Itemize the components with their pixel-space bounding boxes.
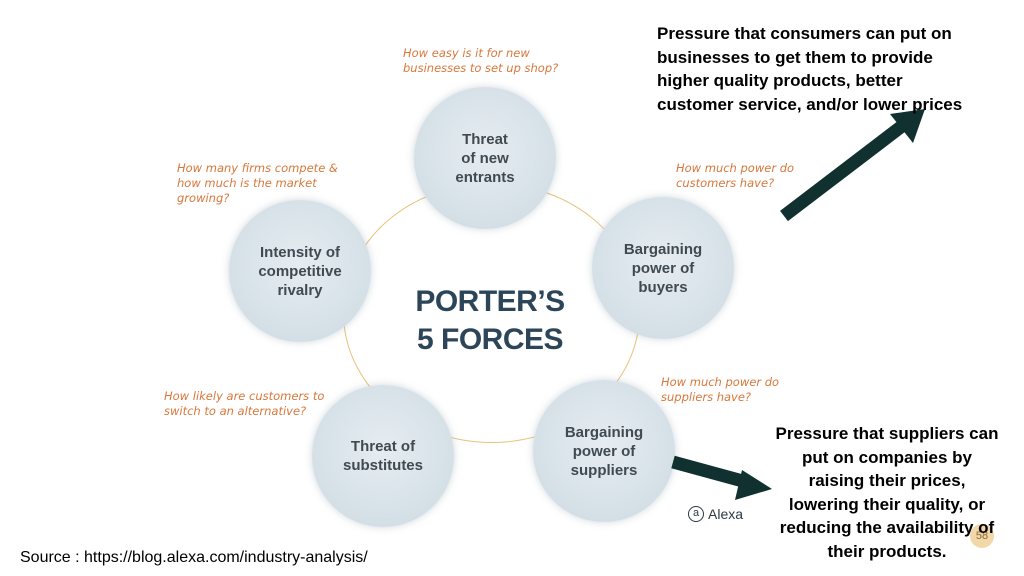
question-new-entrants: How easy is it for new businesses to set… bbox=[403, 46, 559, 75]
force-label: Intensity of competitive rivalry bbox=[258, 243, 342, 299]
question-buyers: How much power do customers have? bbox=[676, 161, 795, 190]
page-number-badge: 58 bbox=[970, 524, 994, 548]
suppliers-pressure-note: Pressure that suppliers can put on compa… bbox=[775, 424, 999, 561]
force-label: Bargaining power of suppliers bbox=[564, 423, 644, 479]
source-citation: Source : https://blog.alexa.com/industry… bbox=[20, 549, 368, 566]
force-competitive-rivalry: Intensity of competitive rivalry bbox=[229, 200, 371, 342]
arrow-to-buyers-note-icon bbox=[780, 109, 925, 222]
diagram-title: PORTER’S 5 FORCES bbox=[415, 285, 565, 356]
question-substitutes: How likely are customers to switch to an… bbox=[164, 389, 325, 418]
force-bargaining-power-of-buyers: Bargaining power of buyers bbox=[592, 197, 734, 339]
force-label: Threat of substitutes bbox=[342, 438, 423, 474]
alexa-logo-icon: a bbox=[688, 506, 704, 522]
force-label: Bargaining power of buyers bbox=[623, 240, 703, 296]
force-label: Threat of new entrants bbox=[455, 130, 515, 186]
alexa-logo: a Alexa bbox=[688, 506, 743, 522]
buyers-pressure-note: Pressure that consumers can put on busin… bbox=[657, 24, 963, 114]
question-rivalry: How many firms compete & how much is the… bbox=[177, 161, 338, 205]
force-bargaining-power-of-suppliers: Bargaining power of suppliers bbox=[533, 380, 675, 522]
alexa-logo-text: Alexa bbox=[708, 506, 744, 522]
force-threat-of-new-entrants: Threat of new entrants bbox=[414, 87, 556, 229]
question-suppliers: How much power do suppliers have? bbox=[661, 375, 780, 404]
force-threat-of-substitutes: Threat of substitutes bbox=[312, 385, 454, 527]
